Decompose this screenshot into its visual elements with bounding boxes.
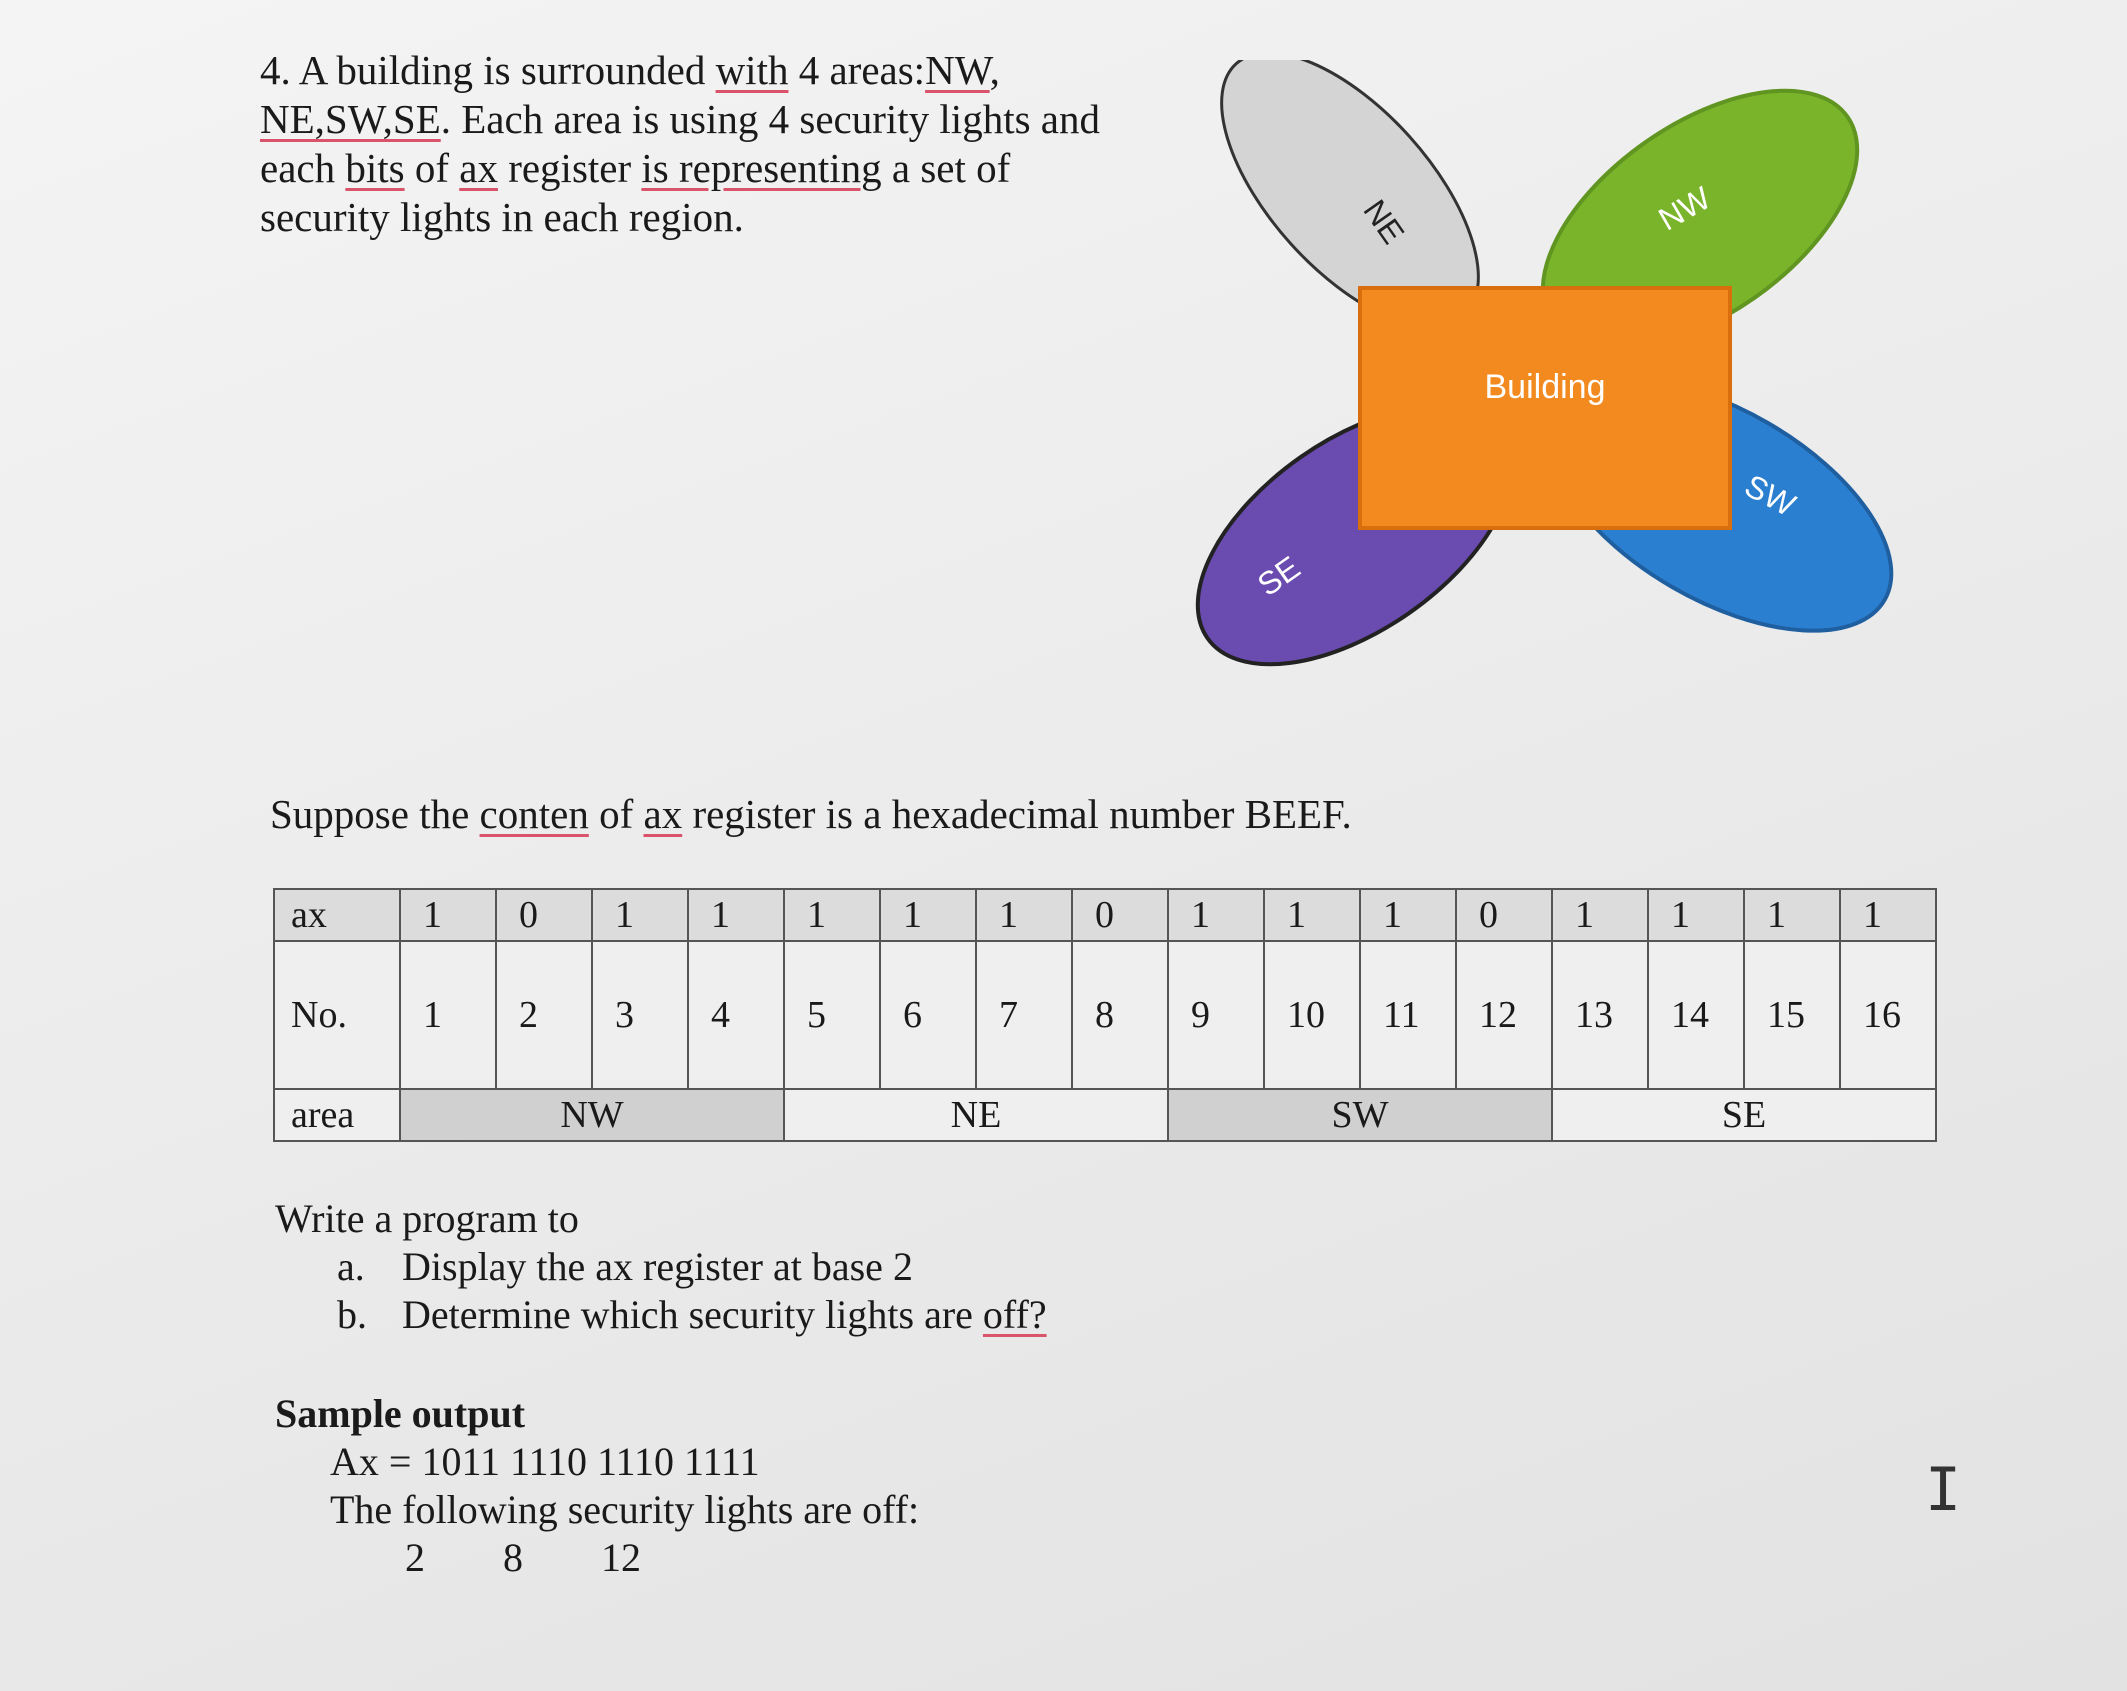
light-number: 6	[879, 940, 977, 1090]
question-line-4: security lights in each region.	[260, 194, 744, 240]
light-number: 12	[1455, 940, 1553, 1090]
ax-bit: 0	[1071, 888, 1169, 942]
area-row: area NW NE SW SE	[273, 1088, 1937, 1142]
text-cursor-icon: I	[1925, 1455, 1962, 1525]
light-number: 16	[1839, 940, 1937, 1090]
sample-output: Sample output Ax = 1011 1110 1110 1111 T…	[275, 1390, 919, 1582]
area-ne: NE	[783, 1088, 1169, 1142]
ax-bit: 1	[687, 888, 785, 942]
task-item-b: b.Determine which security lights are of…	[337, 1292, 1047, 1337]
ax-bit: 1	[1839, 888, 1937, 942]
question-line-2: NE,SW,SE. Each area is using 4 security …	[260, 96, 1100, 142]
ax-row-label: ax	[273, 888, 401, 942]
number-row-label: No.	[273, 940, 401, 1090]
light-number: 1	[399, 940, 497, 1090]
ax-bit: 1	[1551, 888, 1649, 942]
light-number: 9	[1167, 940, 1265, 1090]
sample-off-values: 2 8 12	[275, 1534, 919, 1582]
area-nw: NW	[399, 1088, 785, 1142]
suppose-text: Suppose the conten of ax register is a h…	[270, 791, 1352, 837]
ax-bit: 1	[879, 888, 977, 942]
light-number: 3	[591, 940, 689, 1090]
sample-output-title: Sample output	[275, 1391, 526, 1436]
ax-bit: 1	[1647, 888, 1745, 942]
question-text: 4. A building is surrounded with 4 areas…	[260, 46, 1180, 242]
light-number: 4	[687, 940, 785, 1090]
building-rect	[1358, 286, 1732, 530]
ax-bit: 0	[495, 888, 593, 942]
light-number: 13	[1551, 940, 1649, 1090]
ax-bit: 1	[591, 888, 689, 942]
light-number: 2	[495, 940, 593, 1090]
light-number: 11	[1359, 940, 1457, 1090]
light-number: 14	[1647, 940, 1745, 1090]
light-number: 8	[1071, 940, 1169, 1090]
ax-bit: 1	[783, 888, 881, 942]
register-bits-table: ax 1 0 1 1 1 1 1 0 1 1 1 0 1 1 1 1 No. 1…	[273, 888, 1937, 1142]
light-number: 7	[975, 940, 1073, 1090]
area-se: SE	[1551, 1088, 1937, 1142]
task-instructions: Write a program to a.Display the ax regi…	[275, 1195, 1047, 1339]
ax-bit: 1	[1743, 888, 1841, 942]
ax-bit: 0	[1455, 888, 1553, 942]
task-intro: Write a program to	[275, 1196, 579, 1241]
off-value: 8	[503, 1535, 523, 1580]
light-number: 10	[1263, 940, 1361, 1090]
building-label: Building	[1485, 368, 1606, 406]
ax-row: ax 1 0 1 1 1 1 1 0 1 1 1 0 1 1 1 1	[273, 888, 1937, 942]
off-value: 2	[405, 1535, 425, 1580]
area-row-label: area	[273, 1088, 401, 1142]
ax-bit: 1	[975, 888, 1073, 942]
ax-bit: 1	[399, 888, 497, 942]
sample-off-line: The following security lights are off:	[330, 1487, 920, 1532]
question-line-3: each bits of ax register is representing…	[260, 145, 1011, 191]
task-item-a: a.Display the ax register at base 2	[337, 1244, 913, 1289]
light-number: 15	[1743, 940, 1841, 1090]
off-value: 12	[601, 1535, 641, 1580]
question-line-1: 4. A building is surrounded with 4 areas…	[260, 47, 1000, 93]
ax-bit: 1	[1263, 888, 1361, 942]
light-number: 5	[783, 940, 881, 1090]
ax-bit: 1	[1359, 888, 1457, 942]
building-areas-diagram: Building NE NW SW SE	[1195, 60, 1894, 667]
ax-bit: 1	[1167, 888, 1265, 942]
number-row: No. 1 2 3 4 5 6 7 8 9 10 11 12 13 14 15 …	[273, 940, 1937, 1090]
area-sw: SW	[1167, 1088, 1553, 1142]
sample-ax-line: Ax = 1011 1110 1110 1111	[330, 1439, 760, 1484]
